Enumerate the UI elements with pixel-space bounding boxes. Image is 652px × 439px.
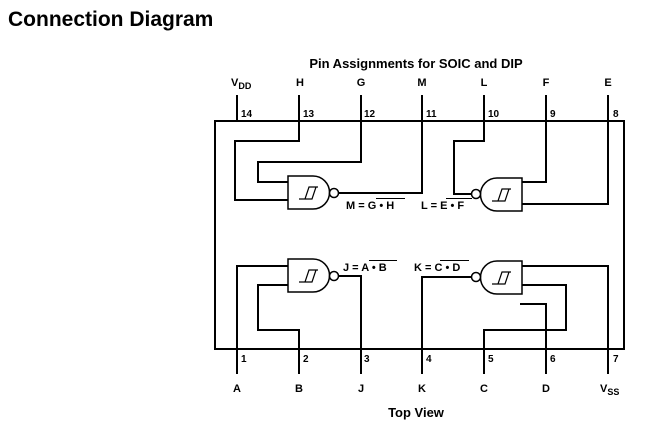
wire [236,265,290,349]
pin-number: 3 [364,354,370,365]
top-pin-numbers: 14 13 12 11 10 9 8 [241,109,619,120]
nand-gate-upper-right [453,121,609,212]
equation-j: J = A • B [343,260,397,274]
wire [257,121,362,183]
ic-package-outline [214,120,625,350]
wire [257,284,300,349]
pin-8-label: E [604,77,611,89]
pin-4-label: K [418,383,426,395]
diagram-subtitle: Pin Assignments for SOIC and DIP [309,56,523,71]
pin-number: 2 [303,354,309,365]
top-pin-labels: VDD H G M L F E [231,77,612,91]
pin-number: 10 [488,109,500,120]
pin-12-label: G [357,77,366,89]
pin-7-label: VSS [600,383,619,397]
nand-gate-lower-left [236,258,362,349]
bottom-pin-labels: A B J K C D VSS [233,383,619,397]
inversion-bubble [328,270,340,282]
pin-13-label: H [296,77,304,89]
view-caption: Top View [388,405,445,420]
equation-l: L = E • F [421,198,472,212]
wire [520,121,547,183]
schmitt-hysteresis-icon [492,271,511,285]
pin-6-label: D [542,383,550,395]
schmitt-hysteresis-icon [492,188,511,202]
inversion-bubble [470,188,482,200]
pin-number: 14 [241,109,253,120]
svg-text:K = C • D: K = C • D [414,262,460,274]
wire [520,265,609,349]
wire [338,121,423,194]
pin-number: 7 [613,354,619,365]
pin-number: 5 [488,354,494,365]
inversion-bubble [470,271,482,283]
wire [453,121,485,195]
pin-10-label: L [481,77,488,89]
svg-text:J = A • B: J = A • B [343,262,387,274]
wire [338,275,362,349]
bottom-pin-numbers: 1 2 3 4 5 6 7 [241,354,619,365]
pin-number: 4 [426,354,432,365]
wire [520,303,547,349]
pin-11-label: M [417,77,426,89]
pin-9-label: F [543,77,550,89]
pin-number: 12 [364,109,376,120]
pin-14-label: VDD [231,77,252,91]
inversion-bubble [328,187,340,199]
equation-m: M = G • H [346,198,405,212]
svg-text:M = G • H: M = G • H [346,200,394,212]
bottom-pin-leads [236,349,609,374]
pin-number: 9 [550,109,556,120]
wire [421,276,472,349]
pin-number: 6 [550,354,556,365]
nand-gate-body [479,260,523,295]
top-pin-leads [236,95,609,121]
pin-1-label: A [233,383,241,395]
pin-number: 11 [426,109,437,120]
wire [483,284,567,349]
wire [234,121,300,201]
pin-2-label: B [295,383,303,395]
pin-5-label: C [480,383,488,395]
equation-k: K = C • D [414,260,469,274]
pin-number: 8 [613,109,619,120]
pin-number: 13 [303,109,315,120]
nand-gate-body [287,175,331,210]
nand-gate-body [287,258,331,293]
pin-3-label: J [358,383,364,395]
svg-text:L = E • F: L = E • F [421,200,464,212]
schmitt-hysteresis-icon [299,186,318,200]
wire [520,121,609,205]
pin-number: 1 [241,354,247,365]
nand-gate-body [479,177,523,212]
nand-gate-upper-left [234,121,423,210]
page-title: Connection Diagram [8,8,214,31]
nand-gate-lower-right [421,260,609,349]
schmitt-hysteresis-icon [299,269,318,283]
